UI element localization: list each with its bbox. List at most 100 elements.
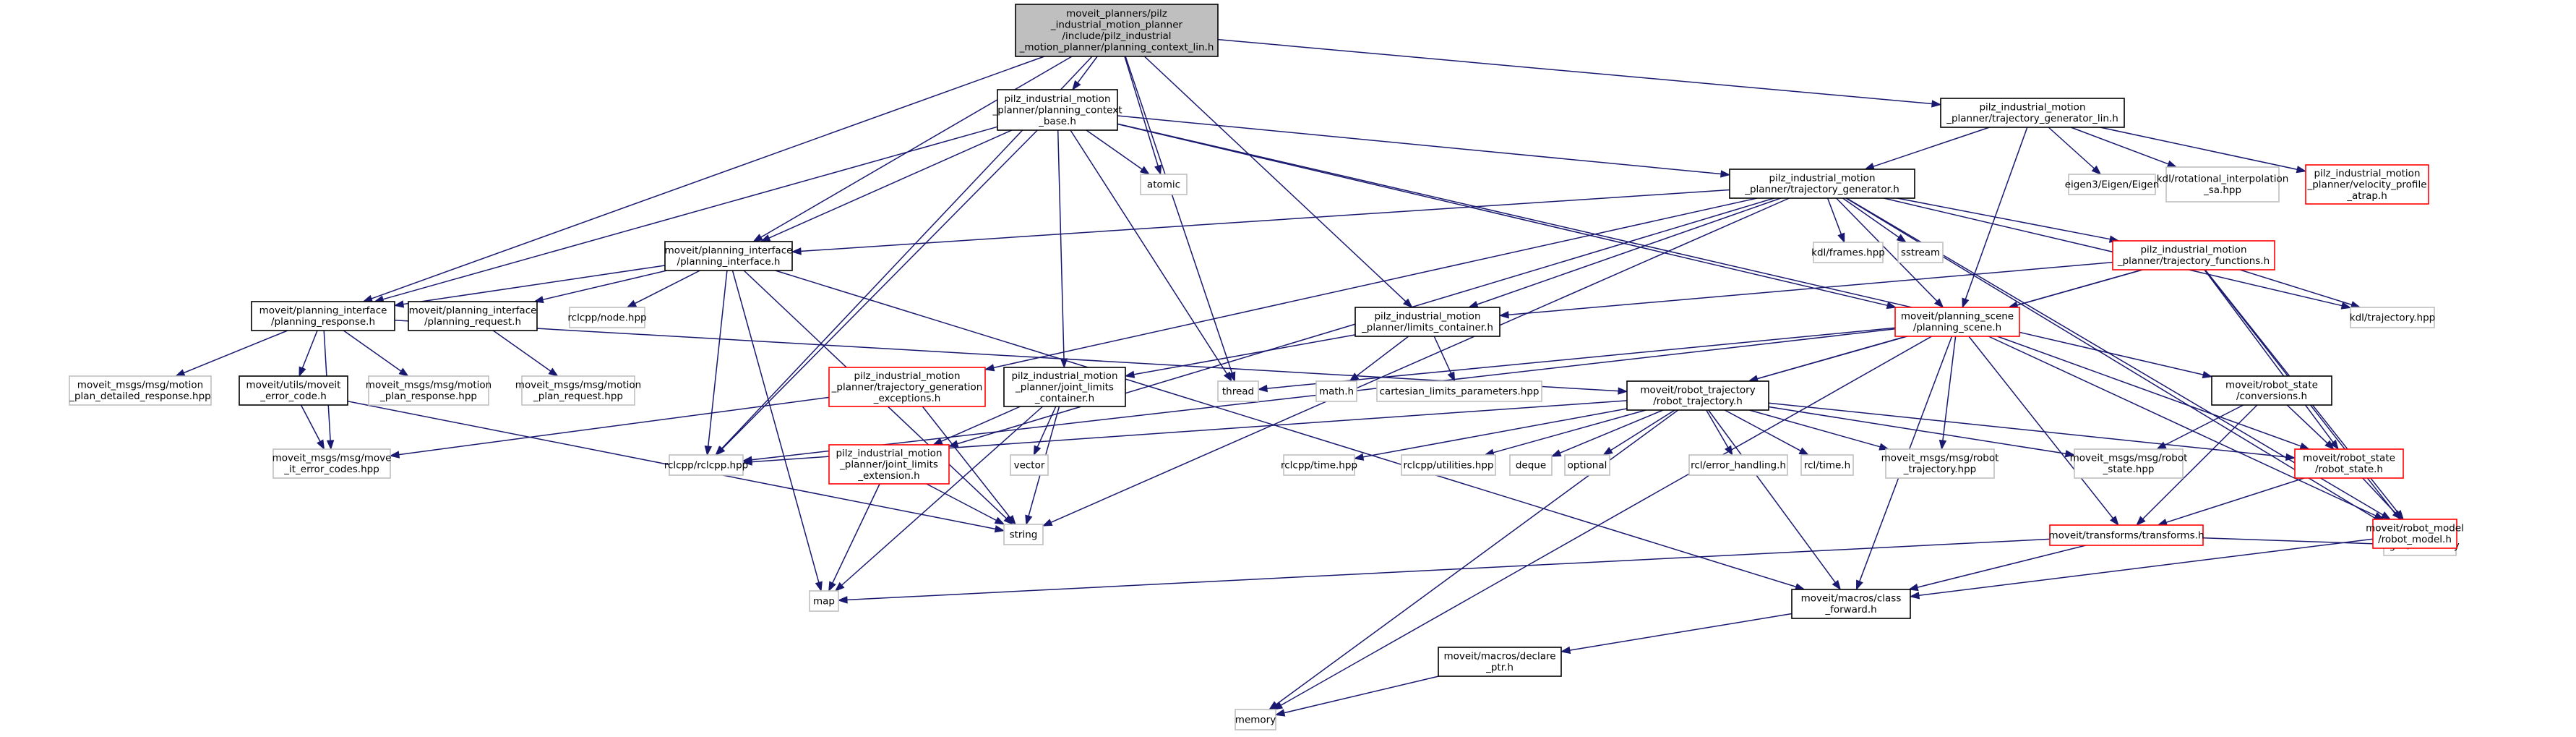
node-box — [2165, 166, 2280, 203]
dependency-edge — [1086, 129, 1151, 175]
edge-line — [1997, 336, 2301, 447]
node-label-line: _sa.hpp — [2203, 184, 2241, 196]
node-label-line: deque — [1516, 459, 1546, 471]
dependency-edge — [828, 483, 880, 592]
dependency-edge — [1353, 408, 1628, 461]
dependency-edge — [1433, 336, 1456, 383]
node-label-line: moveit/robot_trajectory — [1640, 385, 1755, 396]
edge-arrowhead — [1939, 439, 1947, 451]
node-label-line: rclcpp/rclcpp.hpp — [664, 459, 749, 471]
edge-line — [343, 330, 402, 372]
edge-arrowhead — [2136, 516, 2146, 527]
edge-arrowhead — [1832, 579, 1842, 591]
edge-arrowhead — [1855, 579, 1863, 591]
edge-line — [1280, 336, 1933, 706]
node-memory: memory — [1235, 709, 1276, 730]
node-label-line: _atrap.h — [2346, 190, 2387, 202]
edge-arrowhead — [1139, 166, 1151, 175]
node-tf[interactable]: pilz_industrial_motion_planner/trajector… — [2112, 240, 2275, 270]
node-root[interactable]: moveit_planners/pilz_industrial_motion_p… — [1015, 4, 1219, 57]
node-pi[interactable]: moveit/planning_interface/planning_inter… — [664, 241, 793, 271]
node-label-line: _error_code.h — [259, 391, 327, 402]
edge-arrowhead — [2285, 453, 2296, 461]
dependency-edge — [1117, 123, 1897, 310]
node-velprof[interactable]: pilz_industrial_motion_planner/velocity_… — [2305, 164, 2429, 205]
dependency-edge — [1768, 402, 2296, 461]
node-label-line: moveit/planning_scene — [1901, 311, 2014, 323]
dependency-edge — [626, 270, 700, 308]
edge-arrowhead — [299, 366, 306, 378]
node-box — [2211, 375, 2332, 406]
node-box — [669, 454, 744, 476]
edge-line — [1433, 336, 1452, 374]
edge-line — [760, 56, 1073, 238]
node-label-line: _plan_request.hpp — [533, 391, 623, 402]
node-rclcpp: rclcpp/rclcpp.hpp — [664, 454, 749, 476]
edge-arrowhead — [398, 367, 409, 377]
node-string: string — [1003, 524, 1044, 545]
node-ps[interactable]: moveit/planning_scene/planning_scene.h — [1894, 307, 2020, 337]
node-box — [1354, 307, 1500, 337]
node-rm[interactable]: moveit/robot_model/robot_model.h — [2366, 519, 2464, 549]
dependency-edge — [1864, 127, 1990, 170]
edge-arrowhead — [1268, 701, 1279, 710]
dependency-edge — [1042, 197, 1790, 527]
node-rt[interactable]: moveit/robot_trajectory/robot_trajectory… — [1626, 380, 1769, 411]
node-label-line: pilz_industrial_motion — [1004, 93, 1110, 105]
node-label-line: pilz_industrial_motion — [1374, 311, 1480, 323]
edge-arrowhead — [1720, 170, 1731, 178]
node-preq[interactable]: moveit/planning_interface/planning_reque… — [408, 301, 538, 331]
node-conv[interactable]: moveit/robot_state/conversions.h — [2211, 375, 2332, 406]
node-label-line: /planning_scene.h — [1913, 322, 2001, 333]
dependency-edge — [1124, 334, 1356, 378]
edge-arrowhead — [1353, 453, 1365, 461]
node-tglin[interactable]: pilz_industrial_motion_planner/trajector… — [1940, 98, 2125, 128]
node-label-line: pilz_industrial_motion — [2140, 244, 2246, 256]
node-label-line: moveit_planners/pilz — [1066, 8, 1167, 20]
dependency-edge — [2362, 477, 2403, 521]
node-jlc[interactable]: pilz_industrial_motion_planner/joint_lim… — [1003, 367, 1126, 407]
node-label-line: rclcpp/node.hpp — [567, 312, 646, 323]
dependency-edge — [1268, 409, 1679, 710]
edge-line — [300, 404, 321, 442]
node-tg[interactable]: pilz_industrial_motion_planner/trajector… — [1729, 169, 1915, 199]
node-box — [997, 89, 1118, 131]
node-box — [569, 307, 645, 328]
edge-line — [1086, 129, 1143, 170]
node-rs[interactable]: moveit/robot_state/robot_state.h — [2294, 448, 2404, 479]
edge-line — [2164, 404, 2244, 446]
node-box — [251, 301, 395, 331]
dependency-edge — [932, 406, 1021, 446]
node-label-line: /planning_request.h — [424, 316, 521, 328]
node-pcbase[interactable]: pilz_industrial_motion_planner/planning_… — [992, 89, 1122, 131]
edge-arrowhead — [1896, 234, 1907, 243]
node-declptr[interactable]: moveit/macros/declare_ptr.h — [1438, 647, 1562, 677]
dependency-edge — [1560, 613, 1793, 655]
node-tgexc[interactable]: pilz_industrial_motion_planner/trajector… — [828, 367, 986, 407]
node-box — [1688, 454, 1788, 476]
node-detresp: moveit_msgs/msg/motion_plan_detailed_res… — [69, 375, 212, 406]
dependency-edge — [1826, 197, 1845, 244]
node-lc[interactable]: pilz_industrial_motion_planner/limits_co… — [1354, 307, 1500, 337]
node-label-line: _plan_detailed_response.hpp — [69, 391, 211, 402]
dependency-edge — [984, 197, 1758, 372]
node-errcode[interactable]: moveit/utils/moveit_error_code.h — [239, 375, 348, 406]
node-transforms[interactable]: moveit/transforms/transforms.h — [2048, 524, 2204, 546]
edge-line — [1036, 406, 1057, 448]
node-box — [1564, 454, 1610, 476]
edge-line — [398, 396, 830, 456]
dependency-edge — [1070, 129, 1232, 383]
node-label-line: _planner/trajectory_functions.h — [2117, 255, 2270, 267]
dependency-edge — [2048, 127, 2102, 175]
node-presp[interactable]: moveit/planning_interface/planning_respo… — [251, 301, 395, 331]
edge-arrowhead — [837, 596, 848, 604]
node-label-line: pilz_industrial_motion — [1769, 173, 1875, 184]
node-label-line: /robot_trajectory.h — [1653, 396, 1743, 407]
node-label-line: kdl/trajectory.hpp — [2350, 312, 2435, 323]
edge-line — [1873, 127, 1990, 167]
node-box — [1217, 380, 1259, 402]
node-jle[interactable]: pilz_industrial_motion_planner/joint_lim… — [828, 444, 950, 485]
node-label-line: _container.h — [1034, 393, 1094, 404]
node-label-line: _planner/limits_container.h — [1361, 322, 1493, 333]
node-classfwd[interactable]: moveit/macros/class_forward.h — [1791, 589, 1911, 619]
